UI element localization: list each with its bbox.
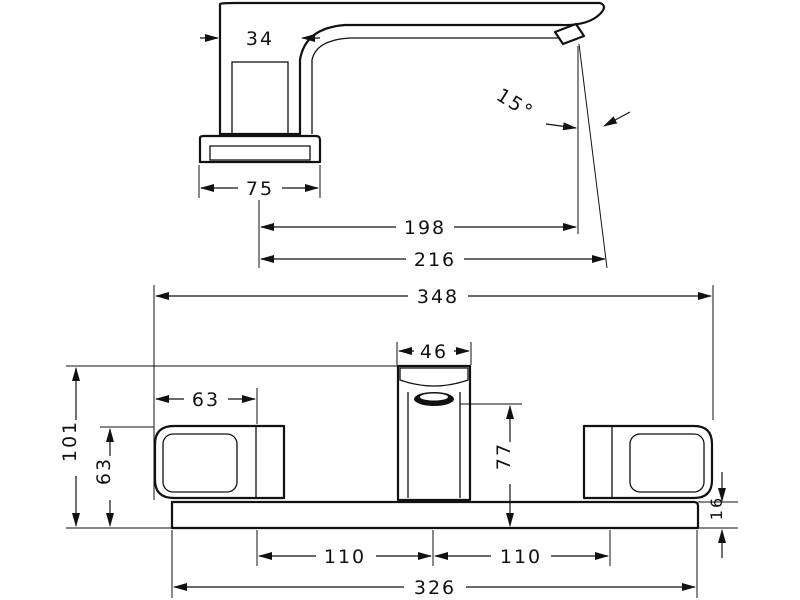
dim-angle-15: 15°	[492, 84, 537, 124]
front-base-plate	[170, 500, 700, 530]
left-handle	[153, 424, 286, 500]
dim-spout-height-77: 77	[493, 442, 515, 470]
dim-handle-height-63: 63	[93, 457, 115, 485]
aerator	[553, 22, 586, 46]
dim-spacing-right-110: 110	[500, 546, 542, 568]
spout-side-outline	[218, 1, 606, 136]
side-view: 34 75 198 216 15°	[198, 1, 631, 271]
front-view: 348 46 63 101 63 77 16 110	[59, 284, 738, 599]
dim-reach-198: 198	[404, 217, 446, 239]
dim-reach-216: 216	[414, 249, 456, 271]
right-handle	[582, 424, 714, 500]
dim-plate-16: 16	[707, 496, 726, 520]
dim-handle-63: 63	[192, 389, 220, 411]
dim-plate-326: 326	[414, 577, 456, 599]
dim-overall-348: 348	[417, 286, 459, 308]
dim-base-75: 75	[246, 178, 274, 200]
dim-spacing-left-110: 110	[324, 546, 366, 568]
dim-spout-46: 46	[420, 341, 448, 363]
side-escutcheon	[198, 134, 322, 164]
front-spout	[396, 364, 472, 502]
dim-neck-34: 34	[246, 28, 274, 50]
dim-height-101: 101	[59, 420, 81, 462]
